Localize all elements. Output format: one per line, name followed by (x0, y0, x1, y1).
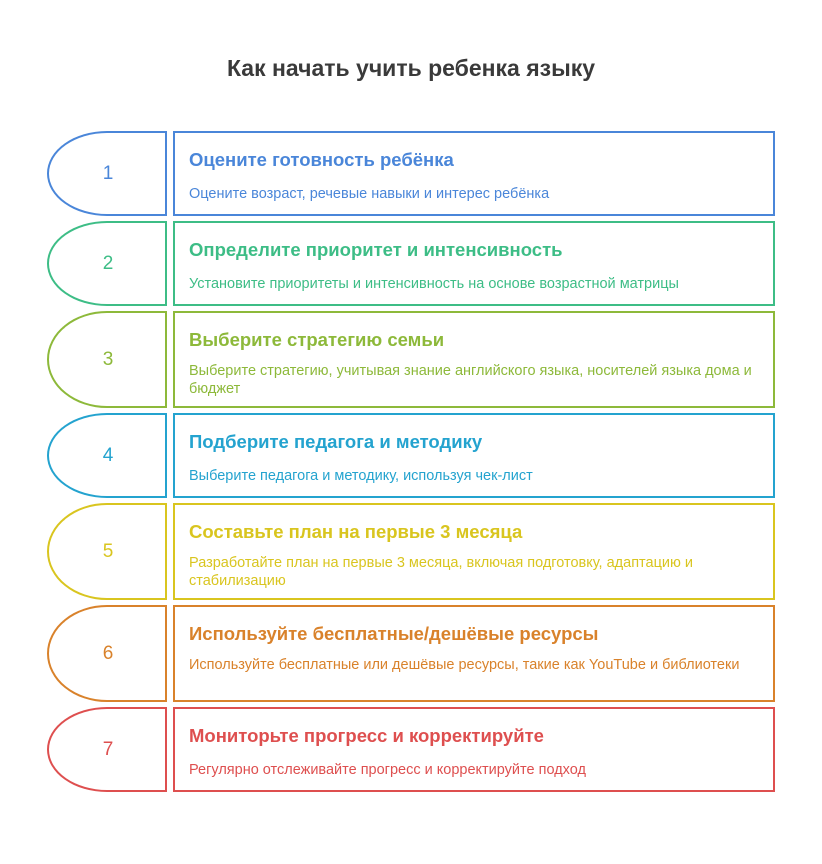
step-heading: Выберите стратегию семьи (189, 329, 445, 350)
step-card: Выберите стратегию семьи Выберите страте… (173, 311, 775, 408)
step-description: Выберите стратегию, учитывая знание англ… (189, 363, 752, 397)
step-description: Установите приоритеты и интенсивность на… (189, 276, 679, 292)
step-number: 4 (102, 445, 114, 466)
step-card: Используйте бесплатные/дешёвые ресурсы И… (173, 605, 775, 702)
step-heading: Используйте бесплатные/дешёвые ресурсы (189, 623, 599, 644)
step-description: Оцените возраст, речевые навыки и интере… (189, 186, 550, 202)
step-description: Разработайте план на первые 3 месяца, вк… (189, 555, 693, 589)
step-number-tab: 6 (47, 605, 167, 702)
step-heading: Определите приоритет и интенсивность (189, 239, 563, 260)
step-number-tab: 4 (47, 413, 167, 498)
step-number-tab: 2 (47, 221, 167, 306)
step-card: Мониторьте прогресс и корректируйте Регу… (173, 707, 775, 792)
step-number-tab: 7 (47, 707, 167, 792)
step-heading: Мониторьте прогресс и корректируйте (189, 725, 544, 746)
step-heading: Подберите педагога и методику (189, 431, 483, 452)
step-number: 2 (102, 253, 114, 274)
step-number-tab: 3 (47, 311, 167, 408)
diagram-title: Как начать учить ребенка языку (226, 55, 596, 81)
step-card: Оцените готовность ребёнка Оцените возра… (173, 131, 775, 216)
step-heading: Оцените готовность ребёнка (189, 149, 454, 170)
step-number: 3 (102, 349, 114, 370)
step-number: 6 (102, 643, 114, 664)
step-description: Используйте бесплатные или дешёвые ресур… (189, 657, 740, 673)
step-card: Составьте план на первые 3 месяца Разраб… (173, 503, 775, 600)
step-number: 1 (102, 163, 114, 184)
step-card: Подберите педагога и методику Выберите п… (173, 413, 775, 498)
step-number-tab: 1 (47, 131, 167, 216)
step-heading: Составьте план на первые 3 месяца (189, 521, 523, 542)
step-number: 5 (102, 541, 114, 562)
step-number-tab: 5 (47, 503, 167, 600)
step-number: 7 (102, 739, 114, 760)
step-description: Регулярно отслеживайте прогресс и коррек… (189, 762, 586, 778)
step-description: Выберите педагога и методику, используя … (189, 468, 533, 484)
step-card: Определите приоритет и интенсивность Уст… (173, 221, 775, 306)
